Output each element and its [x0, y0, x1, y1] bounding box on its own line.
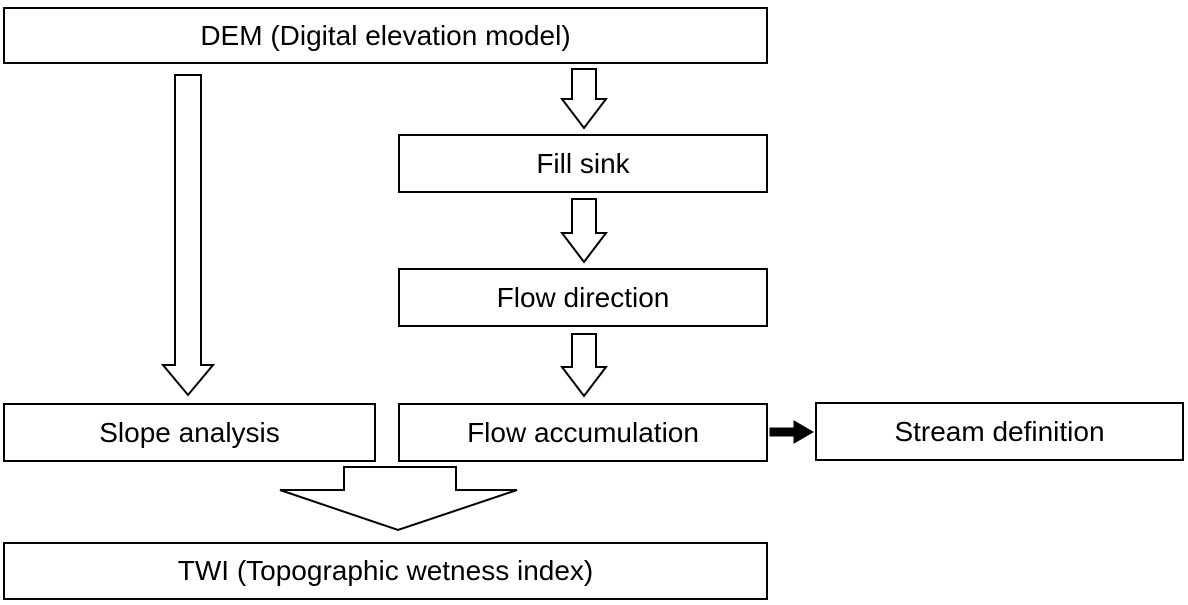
- dem-box: DEM (Digital elevation model): [3, 7, 768, 64]
- fill-sink-box: Fill sink: [398, 134, 768, 193]
- flow-accumulation-box: Flow accumulation: [398, 403, 768, 462]
- fill-sink-to-flow-direction-arrow: [559, 198, 609, 264]
- dem-to-fill-sink-arrow: [559, 68, 609, 130]
- flow-accumulation-to-stream-definition-arrow: [769, 420, 814, 444]
- flow-direction-box: Flow direction: [398, 268, 768, 327]
- twi-box: TWI (Topographic wetness index): [3, 542, 768, 600]
- stream-definition-box: Stream definition: [815, 402, 1184, 461]
- combine-to-twi-arrow: [279, 466, 518, 532]
- slope-analysis-box: Slope analysis: [3, 403, 376, 462]
- flow-direction-to-flow-accumulation-arrow: [559, 333, 609, 398]
- dem-to-slope-arrow: [160, 74, 216, 397]
